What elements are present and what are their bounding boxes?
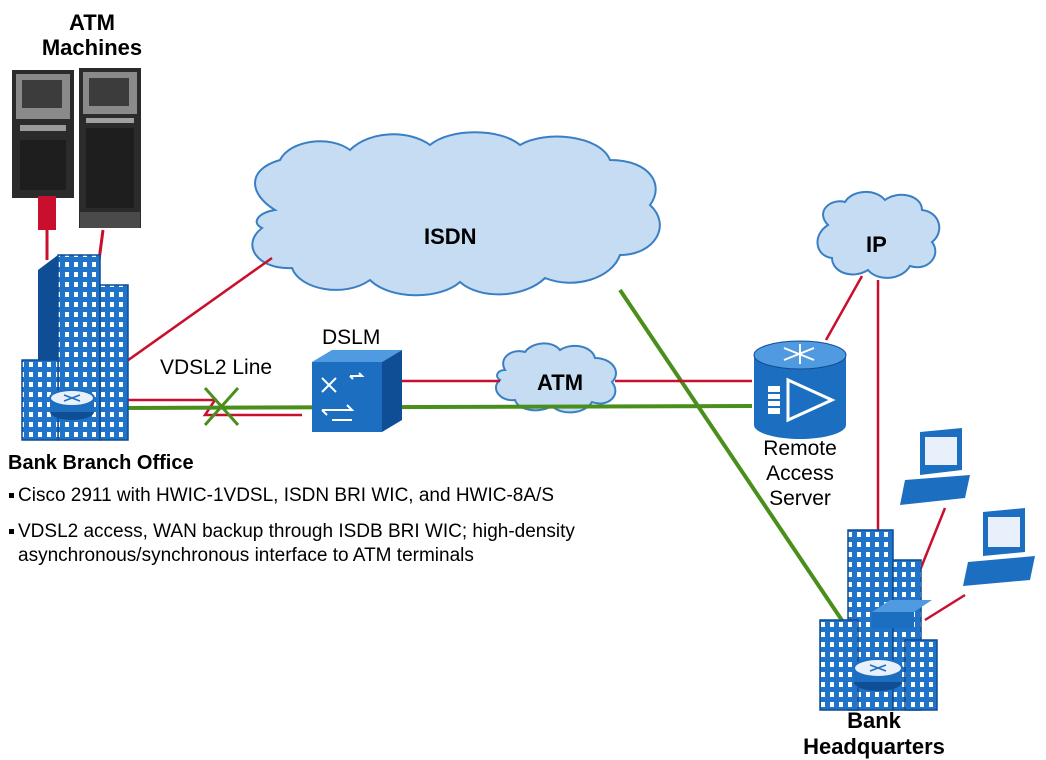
ip-cloud-icon: [816, 191, 941, 279]
bullet-item: VDSL2 access, WAN backup through ISDB BR…: [9, 520, 638, 568]
bullet-text: VDSL2 access, WAN backup through ISDB BR…: [18, 521, 575, 566]
dslam-switch-icon: [312, 350, 402, 432]
links: [45, 196, 966, 667]
dslm-label: DSLM: [322, 326, 381, 349]
atm-cloud-label: ATM: [537, 370, 584, 395]
atm-machines-label: ATM Machines: [41, 10, 143, 60]
vdsl2-line-label: VDSL2 Line: [160, 356, 273, 379]
computer-icon: [963, 508, 1035, 586]
remote-access-server-label: Remote Access Server: [763, 437, 837, 510]
bullet-marker: [9, 493, 14, 498]
isdn-cloud-icon: [251, 131, 661, 297]
break-x-icon: [203, 387, 240, 426]
ip-label: IP: [866, 232, 887, 257]
bank-branch-office-label: Bank Branch Office: [8, 452, 194, 474]
hq-building-icon: [819, 529, 938, 711]
bullet-marker: [9, 529, 14, 534]
bullet-item: Cisco 2911 with HWIC-1VDSL, ISDN BRI WIC…: [9, 484, 658, 508]
isdn-label: ISDN: [424, 224, 477, 249]
bank-headquarters-label: Bank Headquarters: [803, 708, 945, 759]
remote-access-server-icon: [753, 340, 847, 439]
branch-building-icon: [21, 254, 129, 441]
atm-cloud-icon: [495, 342, 617, 414]
atm-machine-icon: [12, 68, 141, 230]
computer-icon: [900, 428, 970, 505]
bullet-text: Cisco 2911 with HWIC-1VDSL, ISDN BRI WIC…: [18, 485, 554, 506]
